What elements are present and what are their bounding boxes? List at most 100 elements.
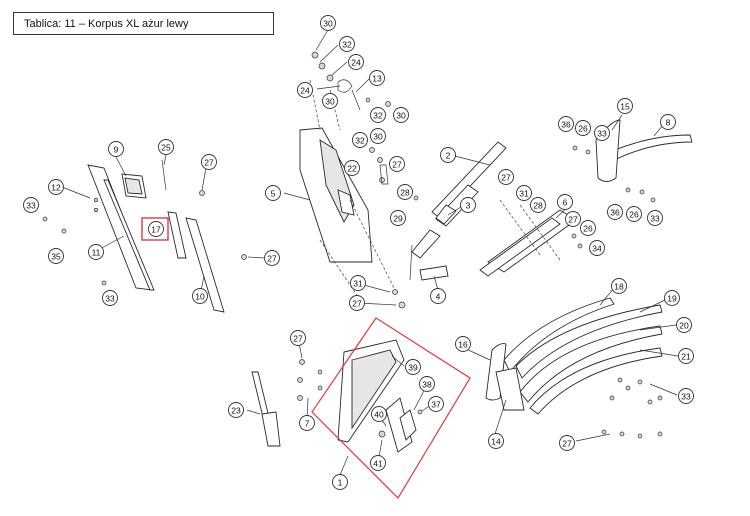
callout-label: 27 (568, 215, 578, 225)
callout-circle (565, 211, 581, 227)
part-plate-14 (495, 367, 525, 411)
callout-circle (558, 116, 574, 132)
callout-label: 30 (373, 132, 383, 142)
callout-label: 33 (26, 201, 36, 211)
callout-label: 33 (597, 129, 607, 139)
callout-circle (559, 435, 575, 451)
callout-label: 33 (681, 392, 691, 402)
callout-label: 26 (629, 210, 639, 220)
callout-circle (370, 107, 386, 123)
part-bolt-31 (392, 289, 398, 295)
part-group-cylinder (409, 141, 507, 281)
callout-39: 39 (405, 359, 421, 375)
callout-7: 7 (299, 415, 315, 431)
callout-label: 33 (650, 214, 660, 224)
callout-label: 16 (458, 340, 468, 350)
callout-26: 26 (575, 120, 591, 136)
callout-circle (557, 194, 573, 210)
callout-circle (344, 160, 360, 176)
part-group-left (42, 159, 247, 313)
callout-circle (88, 244, 104, 260)
callout-circle (290, 330, 306, 346)
part-bar-11-edge (103, 179, 155, 291)
callout-27: 27 (565, 211, 581, 227)
part-nut-30b (385, 101, 391, 107)
callout-20: 20 (676, 317, 692, 333)
callout-circle (350, 275, 366, 291)
callout-circle (397, 184, 413, 200)
part-plate-10 (185, 217, 225, 313)
callout-35: 35 (48, 248, 64, 264)
callout-label: 1 (338, 478, 343, 488)
callout-27: 27 (201, 154, 217, 170)
callout-label: 27 (293, 334, 303, 344)
callout-label: 27 (267, 254, 277, 264)
callout-circle (678, 388, 694, 404)
callout-41: 41 (370, 455, 386, 471)
callout-label: 7 (305, 419, 310, 429)
callout-33: 33 (23, 197, 39, 213)
callout-33: 33 (678, 388, 694, 404)
callout-label: 27 (204, 158, 214, 168)
callout-label: 21 (681, 352, 691, 362)
callout-18: 18 (611, 278, 627, 294)
callout-label: 31 (519, 189, 529, 199)
table-title-text: Tablica: 11 – Korpus XL ażur lewy (24, 17, 189, 30)
callout-12: 12 (48, 179, 64, 195)
callout-circle (201, 154, 217, 170)
callout-28: 28 (530, 197, 546, 213)
callout-circle (460, 197, 476, 213)
part-bolt-25 (161, 159, 167, 191)
part-rail-20 (519, 325, 663, 403)
callout-40: 40 (371, 406, 387, 422)
callout-circle (48, 248, 64, 264)
callout-label: 19 (667, 294, 677, 304)
part-bolt-33b (101, 280, 107, 286)
callout-circle (228, 402, 244, 418)
callout-34: 34 (589, 240, 605, 256)
highlight-box-callout-17 (141, 217, 169, 241)
callout-label: 34 (592, 244, 602, 254)
callout-label: 3 (466, 201, 471, 211)
callout-circle (516, 185, 532, 201)
callout-17: 17 (148, 221, 164, 237)
part-bolt-35 (61, 228, 67, 234)
part-bolt-26a (585, 149, 591, 155)
callout-30: 30 (370, 128, 386, 144)
callout-circle (158, 139, 174, 155)
callout-circle (488, 433, 504, 449)
callout-circle (575, 120, 591, 136)
part-group-right-lower (485, 297, 663, 439)
highlight-frame-assembly-1 (311, 317, 471, 499)
callout-circle (428, 396, 444, 412)
callout-label: 39 (408, 363, 418, 373)
callout-33: 33 (102, 290, 118, 306)
callout-14: 14 (488, 433, 504, 449)
part-fitting-29 (411, 229, 441, 259)
callout-label: 10 (195, 292, 205, 302)
callout-circle (660, 114, 676, 130)
callout-label: 4 (436, 292, 441, 302)
callout-31: 31 (350, 275, 366, 291)
callout-label: 27 (392, 160, 402, 170)
callout-label: 28 (533, 201, 543, 211)
callout-15: 15 (617, 98, 633, 114)
callout-38: 38 (419, 376, 435, 392)
callout-label: 29 (393, 214, 403, 224)
callout-25: 25 (158, 139, 174, 155)
part-nut-27d (398, 301, 406, 309)
callout-label: 25 (161, 143, 171, 153)
callout-24: 24 (297, 82, 313, 98)
callout-circle (370, 128, 386, 144)
part-nut-34 (577, 243, 583, 249)
part-plate-17 (167, 211, 187, 259)
callout-circle (369, 70, 385, 86)
part-group-right-upper (479, 119, 693, 277)
callout-9: 9 (108, 141, 124, 157)
callout-label: 24 (300, 86, 310, 96)
callout-31: 31 (516, 185, 532, 201)
callout-circle (192, 288, 208, 304)
callout-37: 37 (428, 396, 444, 412)
